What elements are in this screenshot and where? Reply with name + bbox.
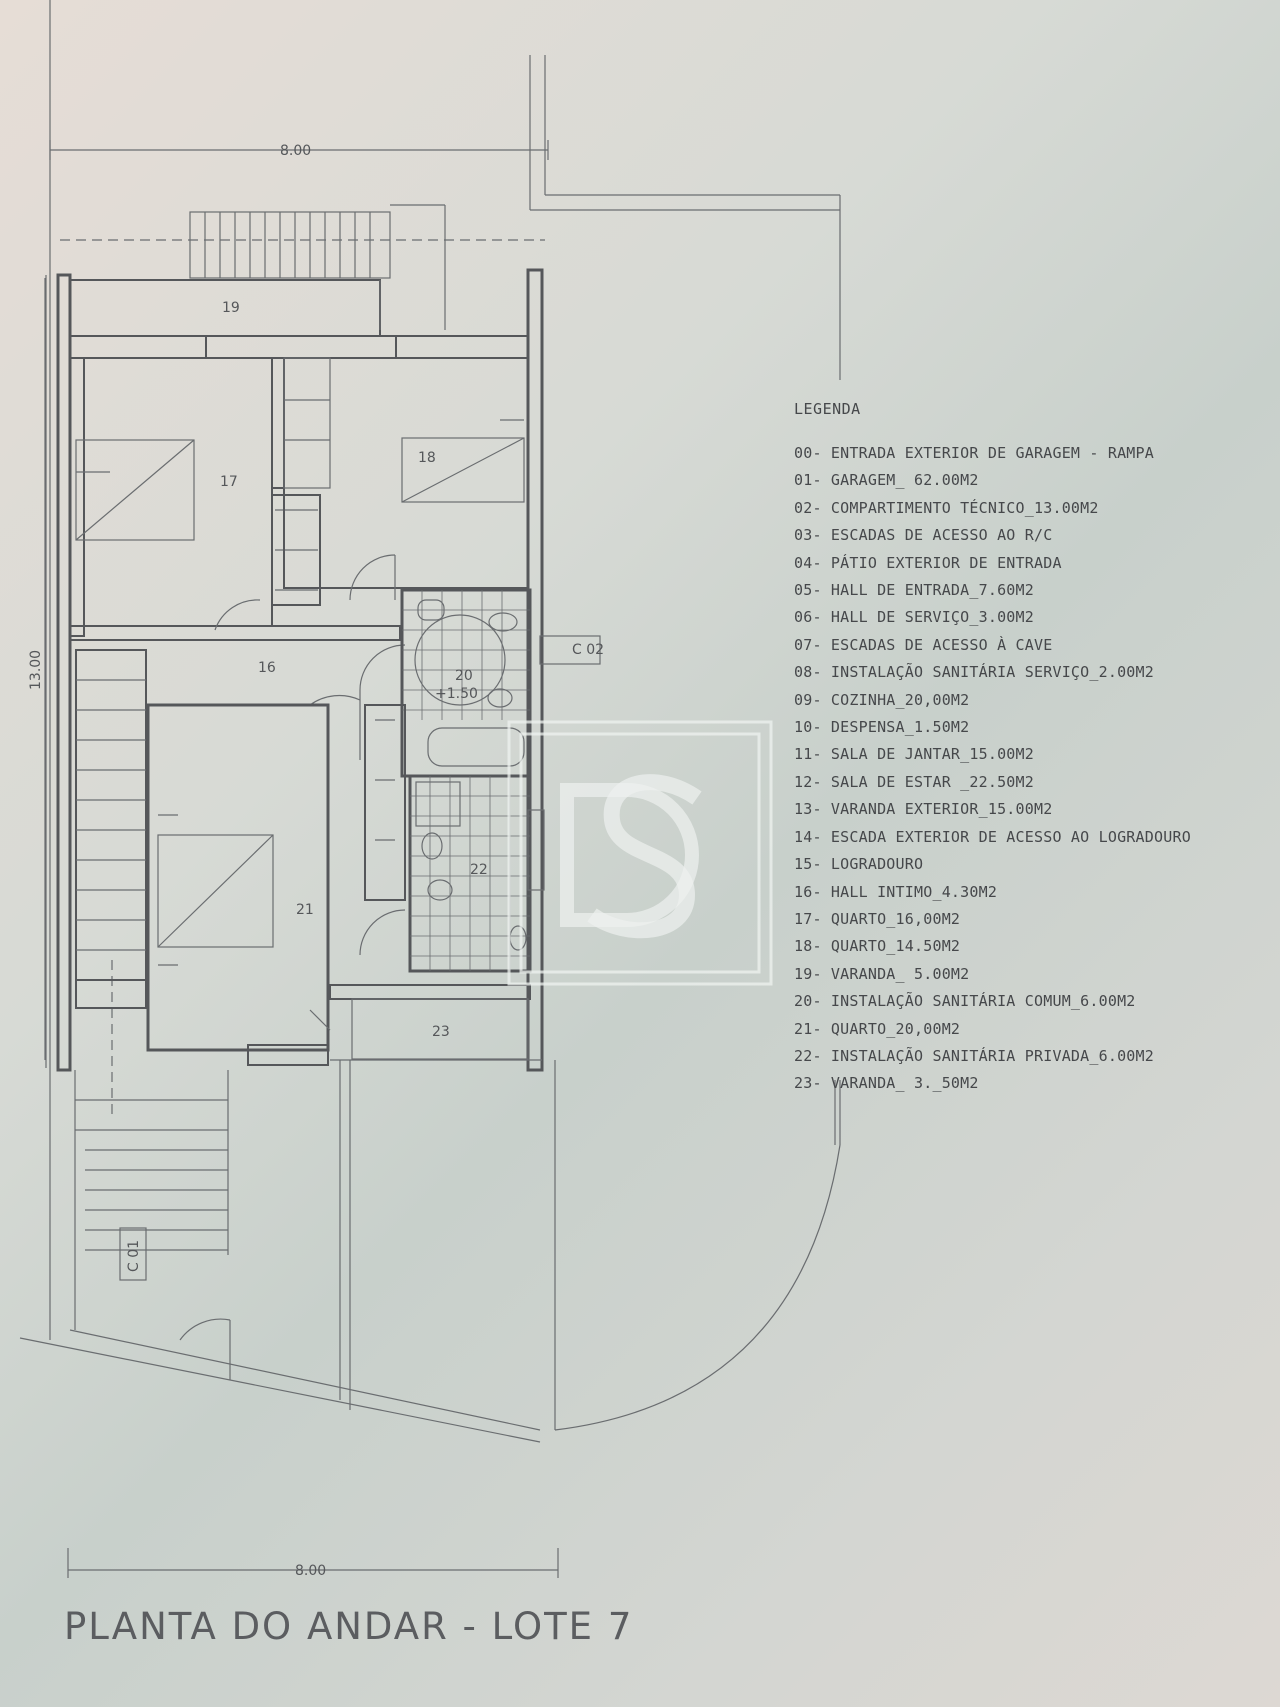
room-18: 18 xyxy=(283,357,529,601)
ds-monogram-logo-icon xyxy=(507,720,773,986)
legend-title: LEGENDA xyxy=(794,400,861,418)
interior-stair xyxy=(75,649,147,1120)
legend-item: 13- VARANDA EXTERIOR_15.00M2 xyxy=(794,800,1053,819)
balcony-23: 23 xyxy=(75,979,542,1410)
legend-item: 12- SALA DE ESTAR _22.50M2 xyxy=(794,772,1034,791)
room-21-label: 21 xyxy=(296,902,314,918)
section-c01-label: C 01 xyxy=(126,1240,142,1272)
legend: LEGENDA 00- ENTRADA EXTERIOR DE GARAGEM … xyxy=(794,400,1264,1098)
level-annotation: +1.50 xyxy=(435,686,478,702)
room-19-label: 19 xyxy=(222,300,240,316)
legend-item: 06- HALL DE SERVIÇO_3.00M2 xyxy=(794,608,1034,627)
room-23-label: 23 xyxy=(432,1024,450,1040)
legend-item: 02- COMPARTIMENTO TÉCNICO_13.00M2 xyxy=(794,498,1099,517)
section-c02: C 02 xyxy=(539,635,604,665)
legend-item: 05- HALL DE ENTRADA_7.60M2 xyxy=(794,581,1034,600)
legend-item: 09- COZINHA_20,00M2 xyxy=(794,690,970,709)
legend-item: 03- ESCADAS DE ACESSO AO R/C xyxy=(794,526,1053,545)
legend-item: 20- INSTALAÇÃO SANITÁRIA COMUM_6.00M2 xyxy=(794,992,1136,1011)
bathroom-20-tiles xyxy=(402,590,530,720)
room-20-label: 20 xyxy=(455,668,473,684)
legend-item: 04- PÁTIO EXTERIOR DE ENTRADA xyxy=(794,553,1062,572)
hall-16: 16 xyxy=(69,599,406,760)
room-17-label: 17 xyxy=(220,474,238,490)
legend-item: 01- GARAGEM_ 62.00M2 xyxy=(794,471,979,490)
legend-item: 11- SALA DE JANTAR_15.00M2 xyxy=(794,745,1034,764)
top-stair xyxy=(60,204,545,330)
top-dimension: 8.00 xyxy=(49,140,549,160)
legend-item: 23- VARANDA_ 3._50M2 xyxy=(794,1074,979,1093)
plan-title: PLANTA DO ANDAR - LOTE 7 xyxy=(64,1605,634,1648)
top-dimension-label: 8.00 xyxy=(280,143,311,159)
room-16-label: 16 xyxy=(258,660,276,676)
legend-item: 10- DESPENSA_1.50M2 xyxy=(794,718,970,737)
legend-item: 07- ESCADAS DE ACESSO À CAVE xyxy=(794,635,1053,654)
legend-item: 00- ENTRADA EXTERIOR DE GARAGEM - RAMPA xyxy=(794,444,1154,462)
depth-dimension-label: 13.00 xyxy=(28,650,44,690)
legend-item: 14- ESCADA EXTERIOR DE ACESSO AO LOGRADO… xyxy=(794,827,1191,846)
legend-item: 22- INSTALAÇÃO SANITÁRIA PRIVADA_6.00M2 xyxy=(794,1046,1154,1065)
legend-item: 08- INSTALAÇÃO SANITÁRIA SERVIÇO_2.00M2 xyxy=(794,663,1154,682)
bottom-dimension-label: 8.00 xyxy=(295,1563,326,1579)
exterior-stair: C 01 xyxy=(74,1070,231,1380)
legend-item: 16- HALL INTIMO_4.30M2 xyxy=(794,882,998,901)
room-18-label: 18 xyxy=(418,450,436,466)
section-c02-label: C 02 xyxy=(572,642,604,658)
legend-item: 19- VARANDA_ 5.00M2 xyxy=(794,964,970,983)
legend-item: 17- QUARTO_16,00M2 xyxy=(794,909,961,928)
depth-dimension: 13.00 xyxy=(28,275,47,1068)
room-21: 21 xyxy=(146,703,406,1052)
legend-item: 18- QUARTO_14.50M2 xyxy=(794,937,961,956)
legend-item: 21- QUARTO_20,00M2 xyxy=(794,1019,961,1038)
room-17: 17 xyxy=(69,357,321,627)
bottom-dimension: 8.00 xyxy=(67,1548,559,1579)
legend-list: 00- ENTRADA EXTERIOR DE GARAGEM - RAMPA 0… xyxy=(794,440,1264,1098)
legend-item: 15- LOGRADOURO xyxy=(794,855,924,874)
room-22-label: 22 xyxy=(470,862,488,878)
